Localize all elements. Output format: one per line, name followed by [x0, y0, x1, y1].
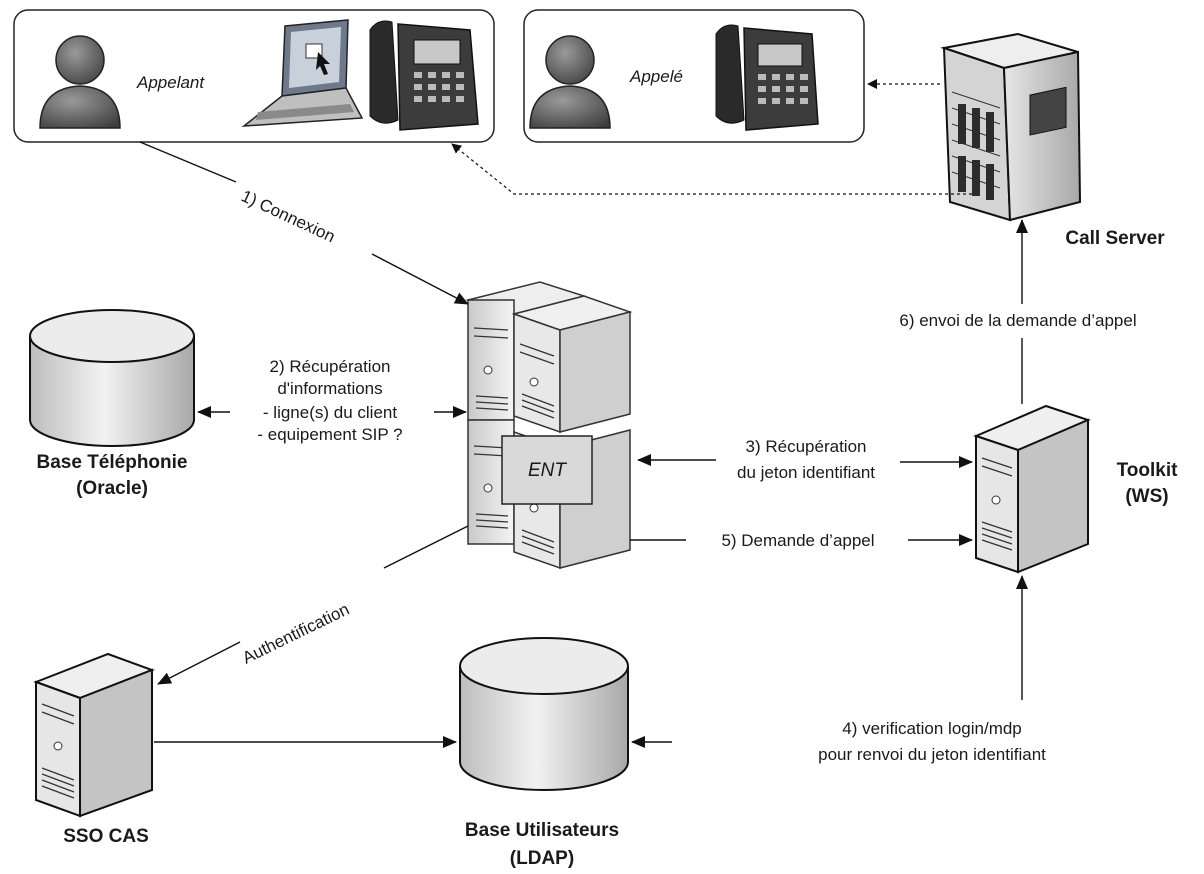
toolkit-label-1: Toolkit [1117, 460, 1179, 481]
verification-label-2: pour renvoi du jeton identifiant [818, 745, 1046, 764]
call-server-icon [940, 32, 1082, 222]
base-telephonie-icon [29, 309, 195, 447]
caller-box: Appelant [13, 9, 495, 143]
auth-arrow-b [157, 641, 241, 685]
connexion-arrow-b [371, 253, 469, 305]
auth-label: Authentification [239, 600, 352, 668]
demande-label: 5) Demande d’appel [721, 531, 874, 550]
connexion-arrow-a [139, 141, 237, 183]
callserver-to-caller-arrow [451, 143, 972, 195]
recup-info-label-4: - equipement SIP ? [257, 425, 402, 444]
ent-label-box: ENT [501, 435, 593, 505]
base-telephonie-label-2: (Oracle) [76, 478, 148, 499]
recup-info-label-1: 2) Récupération [270, 357, 391, 376]
base-utilisateurs-label-2: (LDAP) [510, 848, 574, 869]
recup-info-label-3: - ligne(s) du client [263, 403, 397, 422]
recup-info-label-2: d'informations [277, 379, 382, 398]
callee-box: Appelé [523, 9, 865, 143]
base-utilisateurs-icon [459, 637, 629, 791]
caller-person-icon [39, 35, 121, 129]
laptop-icon [241, 19, 364, 127]
base-utilisateurs-label-1: Base Utilisateurs [465, 820, 619, 841]
caller-label: Appelant [136, 73, 205, 92]
verification-label-bg [780, 712, 1080, 770]
verification-label-1: 4) verification login/mdp [842, 719, 1022, 738]
ent-server-stack [465, 281, 633, 570]
sso-label: SSO CAS [63, 826, 149, 847]
ent-label: ENT [528, 460, 567, 481]
phone-icon [369, 20, 479, 131]
jeton-label-2: du jeton identifiant [737, 463, 875, 482]
callee-label: Appelé [629, 67, 683, 86]
base-telephonie-label-1: Base Téléphonie [37, 452, 188, 473]
toolkit-label-2: (WS) [1125, 486, 1168, 507]
callee-person-icon [529, 35, 611, 129]
connexion-label: 1) Connexion [238, 186, 338, 246]
sso-server-icon [33, 652, 155, 818]
toolkit-server-icon [973, 404, 1091, 574]
auth-arrow-a [383, 525, 469, 569]
callee-phone-icon [715, 24, 819, 131]
envoi-label: 6) envoi de la demande d’appel [899, 311, 1136, 330]
jeton-label-1: 3) Récupération [746, 437, 867, 456]
call-server-label: Call Server [1065, 228, 1165, 249]
